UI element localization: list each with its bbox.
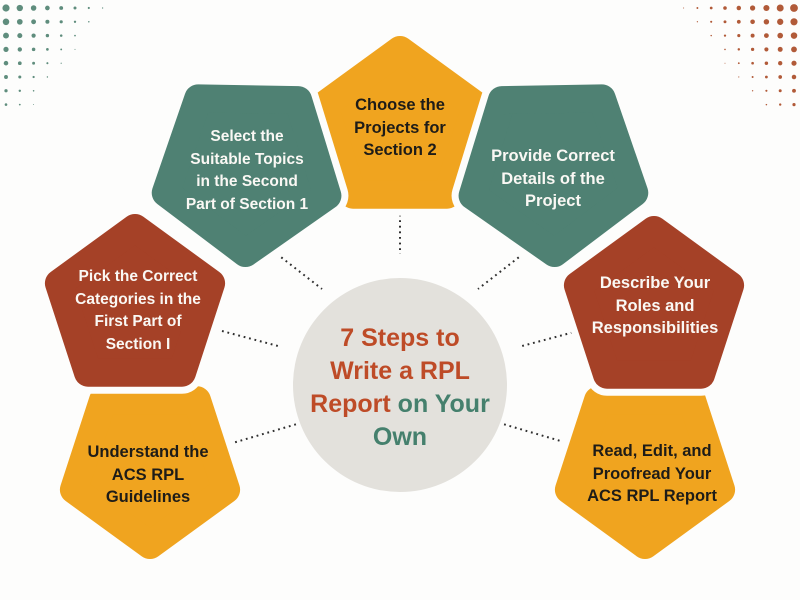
step-line: Provide Correct (491, 147, 615, 165)
step-line: Choose the (355, 96, 445, 114)
step-line: Pick the Correct (78, 268, 198, 285)
step-line: ACS RPL Report (587, 487, 717, 505)
dot-grid-top-left-icon (2, 4, 104, 106)
step-line: Section I (105, 335, 171, 353)
step-label-upper-left: Select the Suitable Topics in the Second… (157, 126, 337, 216)
dot-grid-top-right-icon (683, 4, 798, 107)
pentagon-bottom-right (547, 379, 743, 566)
step-line: Proofread Your (592, 464, 712, 483)
connector-left (221, 330, 279, 347)
step-line: Project (525, 192, 581, 210)
page-title: 7 Steps to Write a RPL Report on Your Ow… (288, 322, 512, 454)
step-line: Details of the (501, 169, 605, 188)
title-line-1: 7 Steps to (340, 324, 460, 352)
step-line: Read, Edit, and (592, 442, 712, 460)
step-line: Guidelines (105, 488, 191, 506)
step-line: First Part of (94, 313, 182, 330)
step-label-bottom-left: Understand the ACS RPL Guidelines (58, 441, 238, 509)
step-line: Section 2 (363, 141, 437, 159)
step-line: Responsibilities (591, 319, 719, 337)
pentagon-bottom-left (52, 379, 248, 566)
step-line: ACS RPL (111, 465, 185, 484)
step-line: Categories in the (75, 290, 201, 308)
step-line: Understand the (87, 443, 209, 461)
step-line: in the Second (196, 173, 298, 190)
step-line: Suitable Topics (190, 150, 304, 168)
pentagon-right (556, 209, 752, 396)
pentagon-left (37, 207, 233, 394)
step-line: Projects for (354, 118, 446, 137)
step-line: Describe Your (599, 274, 711, 292)
connector-right (521, 330, 579, 347)
step-label-bottom-right: Read, Edit, and Proofread Your ACS RPL R… (562, 440, 742, 508)
center-circle (293, 278, 507, 492)
title-line-3-teal: on Your (390, 390, 490, 418)
title-line-3: Report on Your (288, 388, 512, 421)
step-label-upper-right: Provide Correct Details of the Project (463, 145, 643, 213)
step-line: Roles and (615, 296, 695, 315)
step-line: Select the (210, 128, 284, 145)
title-line-2: Write a RPL (330, 357, 470, 385)
pentagon-upper-left (144, 77, 349, 275)
step-label-left: Pick the Correct Categories in the First… (48, 266, 228, 356)
pentagon-top (302, 29, 498, 216)
connector-bottom-right (502, 423, 582, 448)
step-line: Part of Section 1 (185, 195, 309, 213)
title-line-3-red: Report (310, 390, 391, 418)
connector-bottom-left (218, 423, 298, 448)
step-label-right: Describe Your Roles and Responsibilities (565, 272, 745, 340)
step-label-top: Choose the Projects for Section 2 (310, 94, 490, 162)
pentagon-upper-right (451, 77, 656, 275)
title-line-4: Own (372, 423, 428, 451)
